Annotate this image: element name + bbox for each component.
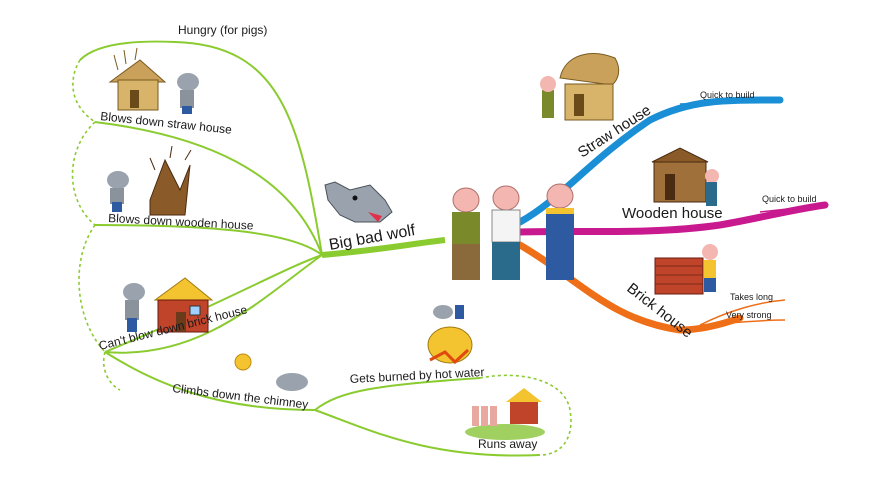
branch-hungry — [79, 40, 323, 256]
label-wooden-house: Wooden house — [622, 205, 723, 222]
label-brick-sub-2: Very strong — [726, 310, 772, 320]
branch-wooden — [94, 224, 323, 256]
three-pigs-illustration — [452, 183, 574, 280]
wolf-icon-4 — [234, 353, 308, 391]
runs-away-illustration — [465, 388, 545, 440]
straw-house-illustration — [108, 47, 167, 111]
wolf-icon-1 — [177, 73, 199, 114]
wooden-hut-illustration — [651, 147, 719, 206]
label-hungry: Hungry (for pigs) — [178, 23, 267, 37]
dotted-connectors — [71, 59, 572, 456]
brick-wall-illustration — [654, 244, 718, 295]
branch-straw — [94, 121, 323, 256]
branch-brick — [104, 254, 323, 353]
wolf-branch-lines — [79, 40, 541, 457]
label-runs: Runs away — [478, 437, 537, 451]
wooden-house-illustration — [149, 145, 192, 216]
big-bad-wolf-illustration — [324, 181, 393, 223]
hot-water-pot-illustration — [427, 305, 473, 365]
wolf-icon-3 — [123, 283, 145, 332]
branch-burned — [314, 377, 481, 411]
branch-chimney — [104, 254, 323, 411]
branch-runs — [314, 409, 541, 457]
brick-house-illustration — [153, 277, 214, 333]
straw-hut-illustration — [540, 53, 620, 121]
label-wooden-sub: Quick to build — [762, 194, 817, 204]
main-branch — [321, 237, 446, 258]
label-wooden: Blows down wooden house — [108, 211, 254, 233]
label-brick-sub-1: Takes long — [730, 292, 773, 302]
label-straw-sub: Quick to build — [700, 90, 755, 100]
wolf-icon-2 — [107, 171, 129, 212]
label-straw: Blows down straw house — [100, 109, 233, 137]
